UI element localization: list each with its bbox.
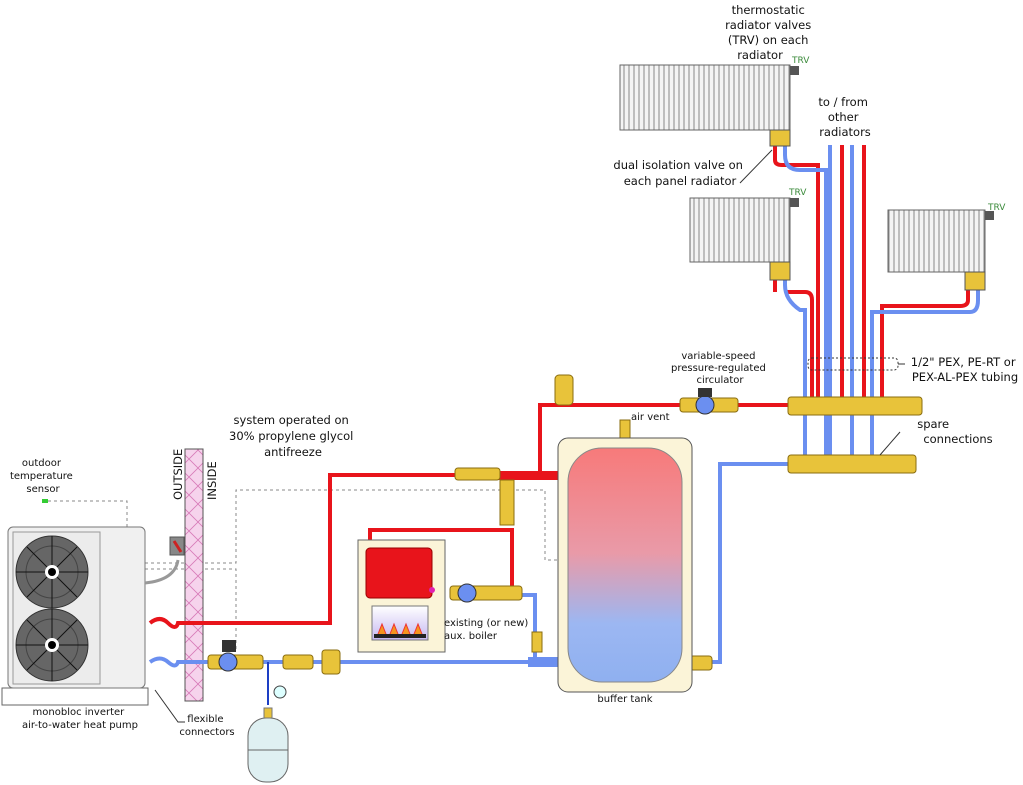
- exterior-wall: [184, 448, 204, 702]
- trv-label: TRV: [788, 188, 807, 198]
- sensor-icon: [42, 499, 48, 503]
- circulator-label: variable-speed pressure-regulated circul…: [671, 351, 769, 386]
- pressure-gauge-icon: [273, 685, 287, 699]
- radiator: [619, 64, 799, 147]
- trv-label: TRV: [987, 203, 1006, 213]
- trv-label: TRV: [791, 56, 810, 66]
- return-manifold: [787, 454, 917, 474]
- heat-pump-label: monobloc inverter air-to-water heat pump: [22, 707, 138, 731]
- supply-header: [495, 471, 570, 480]
- expansion-tank: [247, 685, 289, 783]
- heat-pump: [1, 499, 185, 706]
- buffer-tank-label: buffer tank: [597, 694, 652, 705]
- supply-manifold: [787, 396, 923, 416]
- to-from-label: to / from other radiators: [818, 95, 871, 139]
- fan-icon: [15, 535, 89, 609]
- aux-boiler: [357, 539, 446, 653]
- glycol-label: system operated on 30% propylene glycol …: [229, 413, 357, 459]
- leader-lines: [154, 149, 905, 723]
- trv-note: thermostatic radiator valves (TRV) on ea…: [725, 3, 815, 62]
- tubing-label: 1/2" PEX, PE-RT or PEX-AL-PEX tubing: [911, 355, 1019, 384]
- flexible-label: flexible connectors: [179, 714, 234, 738]
- outside-label: OUTSIDE: [171, 449, 185, 500]
- circulator-icon: [218, 388, 715, 672]
- buffer-tank: [557, 437, 693, 693]
- boiler-label: existing (or new) aux. boiler: [444, 618, 532, 642]
- tubing-callout-box: [807, 357, 899, 371]
- dual-isolation-label: dual isolation valve on each panel radia…: [613, 158, 746, 188]
- radiator: [689, 197, 799, 281]
- fan-icon: [15, 608, 89, 682]
- inside-label: INSIDE: [205, 461, 219, 500]
- air-vent-label: air vent: [631, 412, 670, 423]
- sensor-label: outdoor temperature sensor: [10, 458, 76, 495]
- spare-label: spare connections: [917, 417, 992, 446]
- return-header: [528, 657, 570, 667]
- radiator: [887, 209, 994, 291]
